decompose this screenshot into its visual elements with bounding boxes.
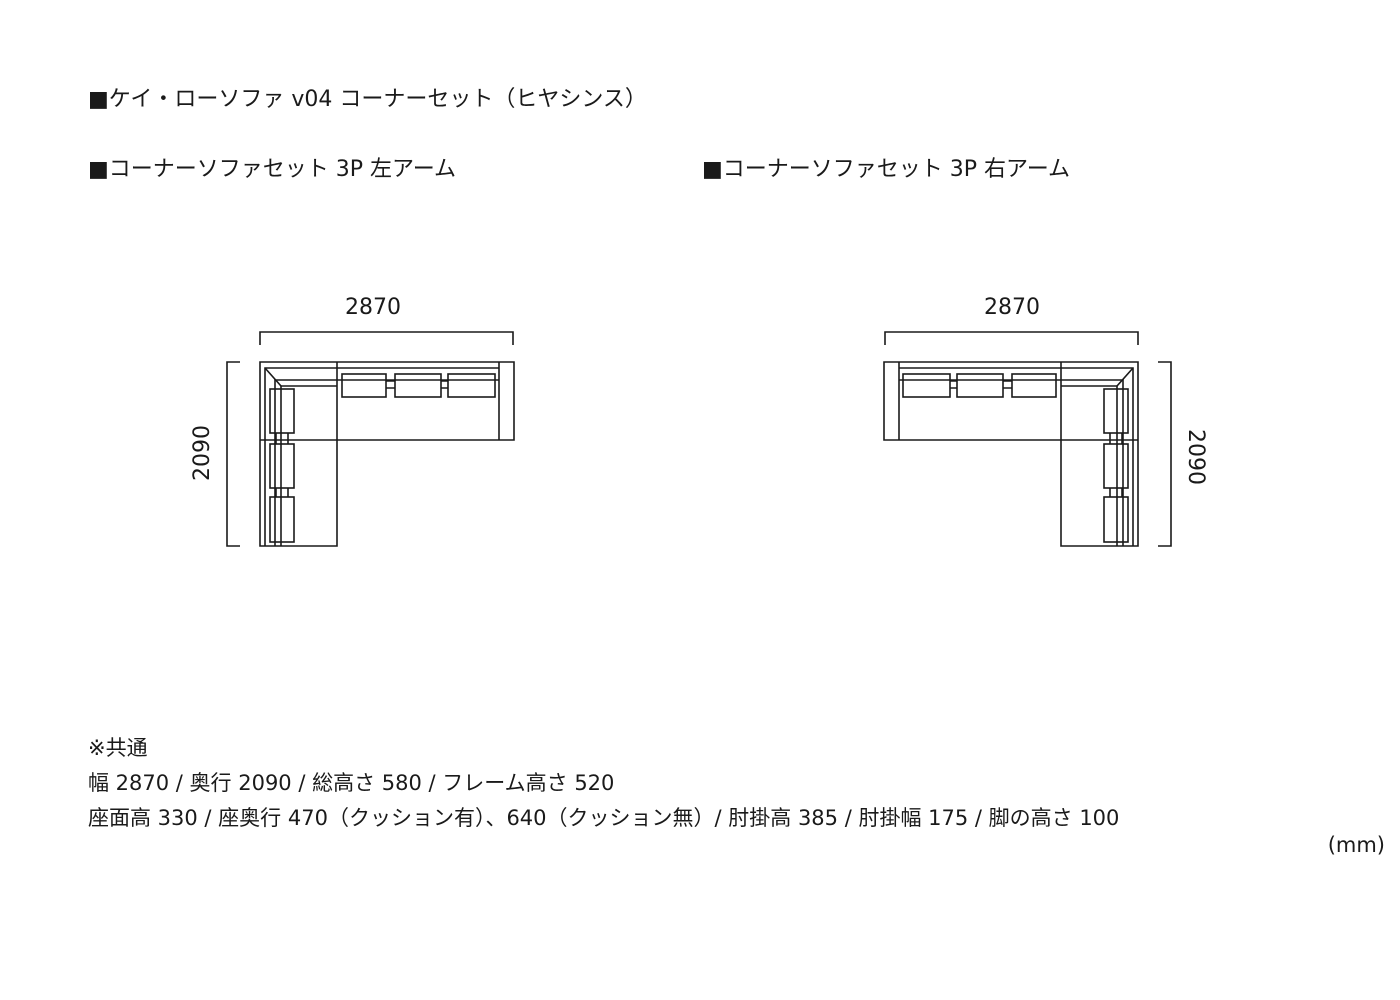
page-title: ■ケイ・ローソファ v04 コーナーセット（ヒヤシンス） <box>88 87 647 112</box>
notes-heading: ※共通 <box>88 736 148 760</box>
unit-label: (mm) <box>1327 833 1385 857</box>
left-arm-heading: ■コーナーソファセット 3P 左アーム <box>88 157 457 182</box>
right-width-dimension: 2870 <box>984 295 1040 320</box>
left-arm-sofa-plan <box>226 331 515 547</box>
left-width-dimension: 2870 <box>345 295 401 320</box>
right-arm-heading: ■コーナーソファセット 3P 右アーム <box>702 157 1071 182</box>
notes-dimensions: 幅 2870 / 奥行 2090 / 総高さ 580 / フレーム高さ 520 <box>88 771 615 795</box>
notes-details: 座面高 330 / 座奥行 470（クッション有）、640（クッション無）/ 肘… <box>88 806 1120 830</box>
right-arm-sofa-plan <box>883 331 1172 547</box>
